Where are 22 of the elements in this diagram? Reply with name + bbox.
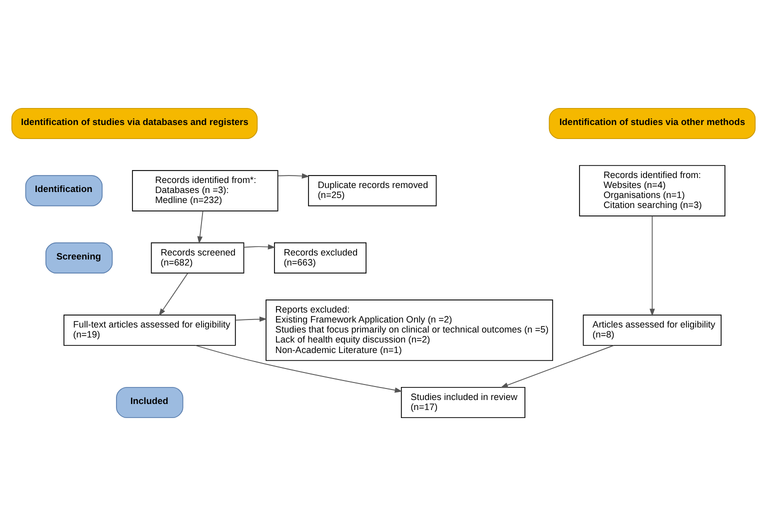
arrow [500,344,614,388]
node-box: Articles assessed for eligibility (n=8) [582,314,722,346]
arrow [194,344,402,392]
node-box: Reports excluded: Existing Framework Application Only (n =2) Studies that focus primarily on clinical or technical outcomes (n =5) Lack of health equity discussion (n=2) Non-Academic Literature (n=1) [266,299,554,360]
node-box: Identification of studies via other methods [548,107,756,139]
arrow [197,210,204,244]
arrow [278,172,310,178]
node-box: Duplicate records removed (n=25) [308,174,437,206]
node-box: Records excluded (n=663) [274,242,366,273]
node-box: Screening [45,242,113,273]
arrow [243,244,276,249]
node-box: Identification of studies via databases and registers [11,107,258,139]
node-box: Studies included in review (n=17) [400,386,526,418]
node-box: Identification [25,174,103,206]
arrow [650,215,655,316]
arrow [158,272,188,316]
arrow [235,316,268,322]
node-box: Records identified from: Websites (n=4) Organisations (n=1) Citation searching (n=3) [579,164,726,216]
node-box: Records screened (n=682) [150,242,244,273]
node-box: Records identified from*: Databases (n =3): Medline (n=232) [132,170,278,211]
node-box: Full-text articles assessed for eligibility (n=19) [64,314,236,346]
node-box: Included [116,386,184,418]
